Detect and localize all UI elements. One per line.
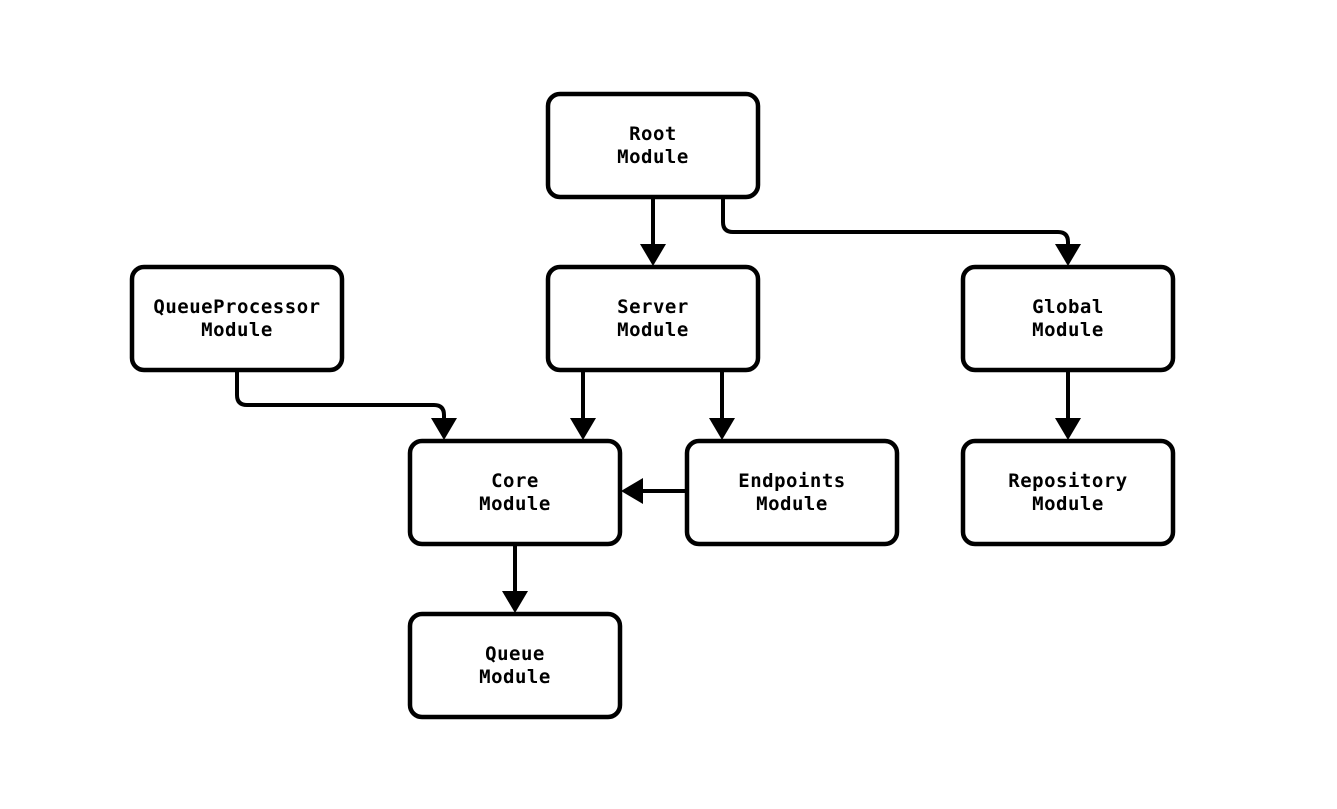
edge-server-to-endpoints <box>709 370 735 440</box>
endpoints-module-node-label-line2: Module <box>756 493 828 515</box>
server-module-node-label-line1: Server <box>617 296 689 318</box>
queueprocessor-module-node-box[interactable] <box>129 264 345 373</box>
server-module-node-label-line2: Module <box>617 319 689 341</box>
core-module-node-box[interactable] <box>407 438 623 547</box>
edge-endpoints-to-core-arrowhead <box>621 478 643 504</box>
edge-root-to-global-line <box>721 197 1070 258</box>
repository-module-node-box[interactable] <box>960 438 1176 547</box>
edge-global-to-repository-arrowhead <box>1055 418 1081 440</box>
global-module-node-box[interactable] <box>960 264 1176 373</box>
repository-module-node-label-line1: Repository <box>1008 470 1127 492</box>
queueprocessor-module-node-label-line1: QueueProcessor <box>153 296 320 318</box>
edge-core-to-queue-arrowhead <box>502 591 528 613</box>
edge-root-to-server <box>640 197 666 266</box>
server-module-node-box[interactable] <box>545 264 761 373</box>
endpoints-module-node-box[interactable] <box>684 438 900 547</box>
queue-module-node-label-line2: Module <box>479 666 551 688</box>
core-module-node-label-line2: Module <box>479 493 551 515</box>
edge-endpoints-to-core <box>621 478 687 504</box>
edge-root-to-global <box>721 197 1081 266</box>
edge-queueprocessor-to-core <box>235 370 457 440</box>
queueprocessor-module-node-label-line2: Module <box>201 319 273 341</box>
edge-server-to-endpoints-arrowhead <box>709 418 735 440</box>
endpoints-module-node-label-line1: Endpoints <box>738 470 845 492</box>
root-module-node-label-line1: Root <box>629 123 677 145</box>
edge-server-to-core <box>570 370 596 440</box>
root-module-node-label-line2: Module <box>617 146 689 168</box>
edge-global-to-repository <box>1055 370 1081 440</box>
edge-queueprocessor-to-core-arrowhead <box>431 418 457 440</box>
queue-module-node-label-line1: Queue <box>485 643 545 665</box>
edge-root-to-server-arrowhead <box>640 244 666 266</box>
edge-server-to-core-arrowhead <box>570 418 596 440</box>
queue-module-node-box[interactable] <box>407 611 623 720</box>
edge-root-to-global-arrowhead <box>1055 244 1081 266</box>
nodes-layer: RootModuleQueueProcessorModuleServerModu… <box>129 91 1176 720</box>
root-module-node-box[interactable] <box>545 91 761 200</box>
edge-core-to-queue <box>502 544 528 613</box>
global-module-node-label-line1: Global <box>1032 296 1104 318</box>
repository-module-node-label-line2: Module <box>1032 493 1104 515</box>
core-module-node-label-line1: Core <box>491 470 539 492</box>
edge-queueprocessor-to-core-line <box>235 370 446 432</box>
edges-layer <box>235 197 1081 613</box>
global-module-node-label-line2: Module <box>1032 319 1104 341</box>
